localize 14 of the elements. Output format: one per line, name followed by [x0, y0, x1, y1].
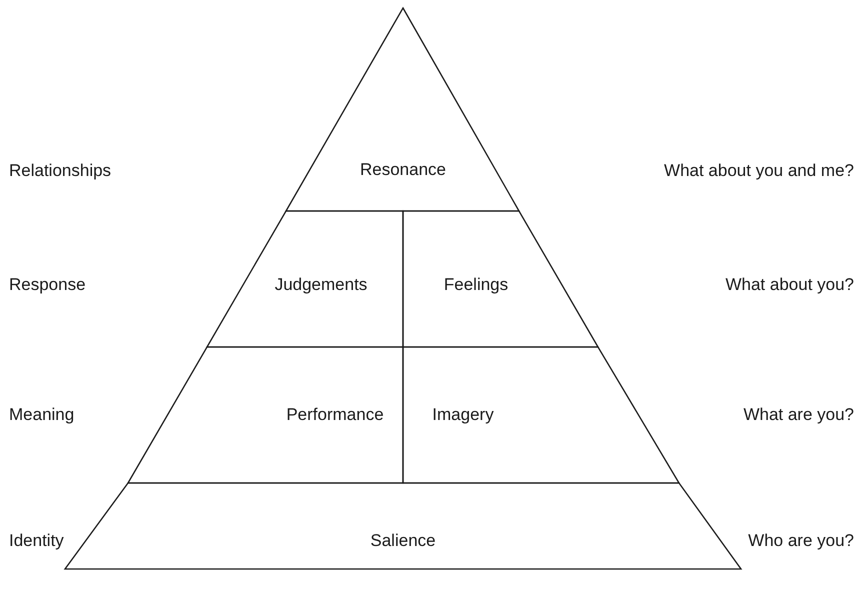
level-label: Response	[9, 274, 86, 296]
section-label: Salience	[370, 530, 436, 552]
level-label: Relationships	[9, 160, 112, 182]
level-label: Meaning	[9, 404, 74, 426]
section-label: Judgements	[274, 274, 368, 296]
question-label: What about you?	[725, 274, 854, 296]
section-label: Imagery	[432, 404, 494, 426]
level-label: Identity	[9, 530, 64, 552]
section-label: Performance	[286, 404, 384, 426]
question-label: What about you and me?	[664, 160, 854, 182]
question-label: What are you?	[743, 404, 854, 426]
section-label: Feelings	[444, 274, 508, 296]
question-label: Who are you?	[748, 530, 854, 552]
section-label: Resonance	[360, 160, 446, 180]
